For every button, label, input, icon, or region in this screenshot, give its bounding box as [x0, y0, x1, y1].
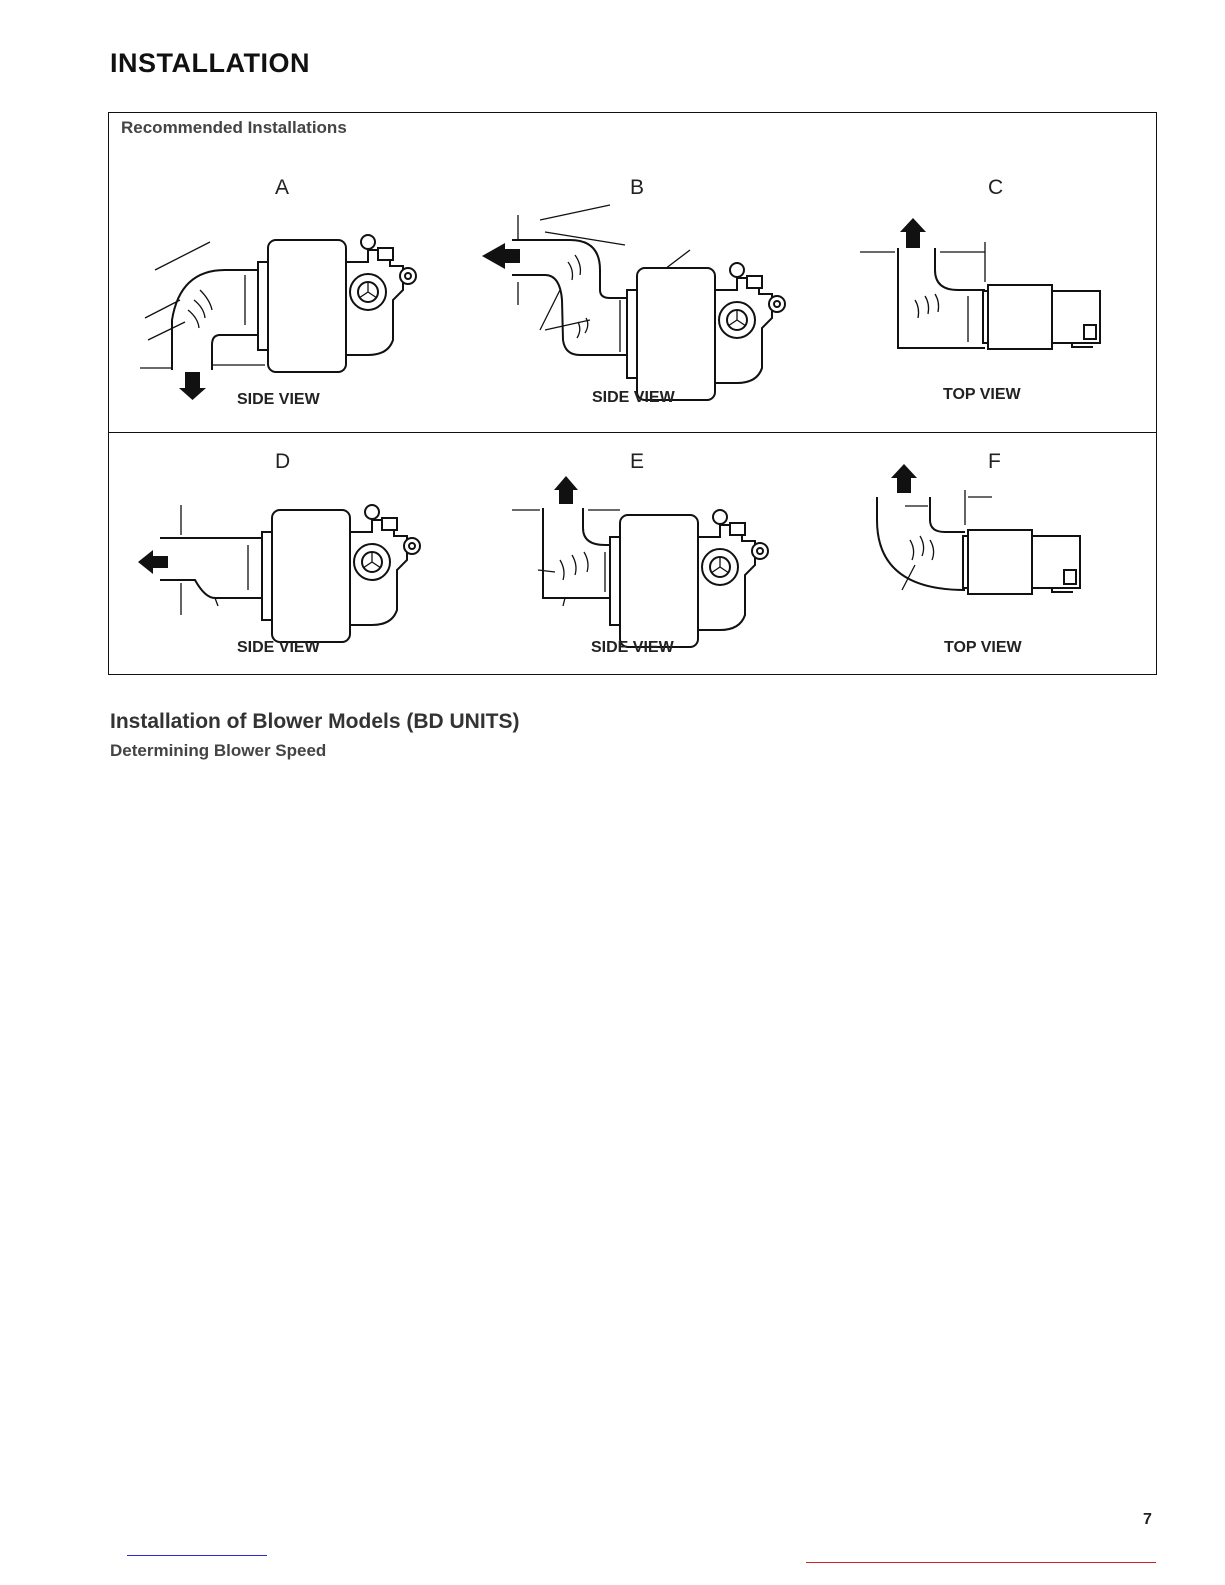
panel-e-view: SIDE VIEW [591, 639, 675, 656]
panel-a-view: SIDE VIEW [237, 391, 321, 408]
panel-c-letter: C [988, 176, 1003, 199]
panel-a-letter: A [275, 176, 289, 199]
panel-c-view: TOP VIEW [943, 386, 1022, 403]
panel-c-diagram [860, 218, 1100, 349]
installation-diagrams: A B C D E F SIDE VIEW SIDE VIEW TOP VIEW [0, 0, 1225, 700]
panel-b-letter: B [630, 176, 644, 199]
panel-b-view: SIDE VIEW [592, 389, 676, 406]
panel-d-view: SIDE VIEW [237, 639, 321, 656]
panel-b-diagram [482, 205, 785, 400]
section-subtitle: Determining Blower Speed [110, 741, 326, 761]
panel-d-letter: D [275, 450, 290, 473]
panel-f-diagram [877, 464, 1080, 594]
page-number: 7 [1143, 1511, 1152, 1529]
footer-rule [806, 1562, 1156, 1563]
panel-e-letter: E [630, 450, 644, 473]
panel-d-diagram [138, 505, 420, 642]
panel-f-view: TOP VIEW [944, 639, 1023, 656]
section-title: Installation of Blower Models (BD UNITS) [110, 710, 520, 734]
panel-a-diagram [140, 235, 416, 400]
panel-f-letter: F [988, 450, 1001, 473]
footer-link-underline[interactable] [127, 1555, 267, 1556]
panel-e-diagram [512, 476, 768, 647]
